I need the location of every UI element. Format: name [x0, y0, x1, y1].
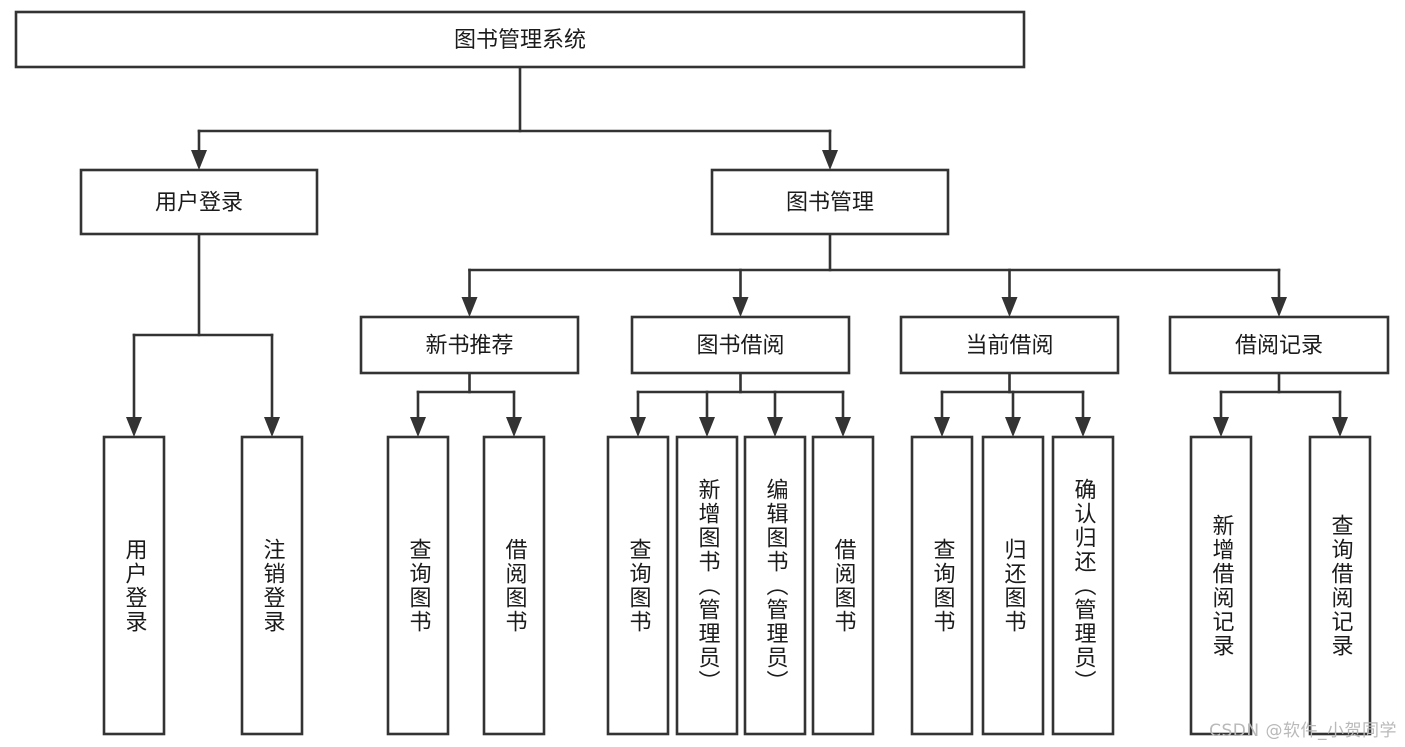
node-box-leaf-return-book[interactable] — [981, 435, 1045, 736]
node-box-borrow-record[interactable] — [1168, 315, 1390, 375]
arrow-head-root-book-mgmt — [822, 150, 838, 170]
node-box-leaf-user-login[interactable] — [102, 435, 166, 736]
node-box-leaf-query-book-2[interactable] — [606, 435, 670, 736]
arrow-head-book-borrow-leaf-borrow-book-2 — [835, 417, 851, 437]
arrow-head-book-borrow-leaf-query-book-2 — [630, 417, 646, 437]
node-label-borrow-record: 借阅记录 — [1235, 334, 1323, 359]
node-label-new-book-rec: 新书推荐 — [425, 334, 513, 359]
node-box-root[interactable] — [14, 10, 1026, 69]
node-box-leaf-query-book-3[interactable] — [910, 435, 974, 736]
node-box-leaf-edit-book[interactable] — [743, 435, 807, 736]
node-box-leaf-query-record[interactable] — [1308, 435, 1372, 736]
node-label-root: 图书管理系统 — [454, 28, 586, 53]
node-label-book-mgmt: 图书管理 — [786, 191, 874, 216]
node-box-user-login[interactable] — [79, 168, 319, 236]
arrow-head-user-login-leaf-logout — [264, 417, 280, 437]
node-box-book-mgmt[interactable] — [710, 168, 950, 236]
arrow-head-user-login-leaf-user-login — [126, 417, 142, 437]
edges-layer — [126, 65, 1348, 437]
arrow-head-current-borrow-leaf-query-book-3 — [934, 417, 950, 437]
node-box-current-borrow[interactable] — [899, 315, 1120, 375]
node-label-user-login: 用户登录 — [155, 191, 243, 216]
arrow-head-borrow-record-leaf-query-record — [1332, 417, 1348, 437]
arrow-head-book-mgmt-current-borrow — [1001, 297, 1018, 317]
arrow-head-book-mgmt-book-borrow — [732, 297, 749, 317]
node-label-book-borrow: 图书借阅 — [696, 334, 784, 359]
arrow-head-book-mgmt-borrow-record — [1271, 297, 1287, 317]
arrow-head-root-user-login — [191, 150, 207, 170]
node-box-leaf-borrow-book-2[interactable] — [811, 435, 875, 736]
arrow-head-current-borrow-leaf-confirm-return — [1075, 417, 1091, 437]
node-box-leaf-query-book-1[interactable] — [386, 435, 450, 736]
node-box-leaf-add-book[interactable] — [675, 435, 739, 736]
node-box-leaf-logout[interactable] — [240, 435, 304, 736]
node-box-book-borrow[interactable] — [630, 315, 851, 375]
arrow-head-new-book-rec-leaf-query-book-1 — [410, 417, 426, 437]
arrow-head-book-mgmt-new-book-rec — [461, 297, 478, 317]
node-box-new-book-rec[interactable] — [359, 315, 580, 375]
arrow-head-book-borrow-leaf-edit-book — [767, 417, 783, 437]
arrow-head-new-book-rec-leaf-borrow-book-1 — [506, 417, 522, 437]
arrow-head-borrow-record-leaf-add-record — [1213, 417, 1229, 437]
node-box-leaf-borrow-book-1[interactable] — [482, 435, 546, 736]
watermark-text: CSDN @软件_小贺同学 — [1209, 721, 1397, 741]
node-box-leaf-add-record[interactable] — [1189, 435, 1253, 736]
node-box-leaf-confirm-return[interactable] — [1051, 435, 1115, 736]
arrow-head-current-borrow-leaf-return-book — [1005, 417, 1021, 437]
boxes-layer — [14, 10, 1390, 736]
node-label-current-borrow: 当前借阅 — [965, 334, 1053, 359]
arrow-head-book-borrow-leaf-add-book — [699, 417, 715, 437]
